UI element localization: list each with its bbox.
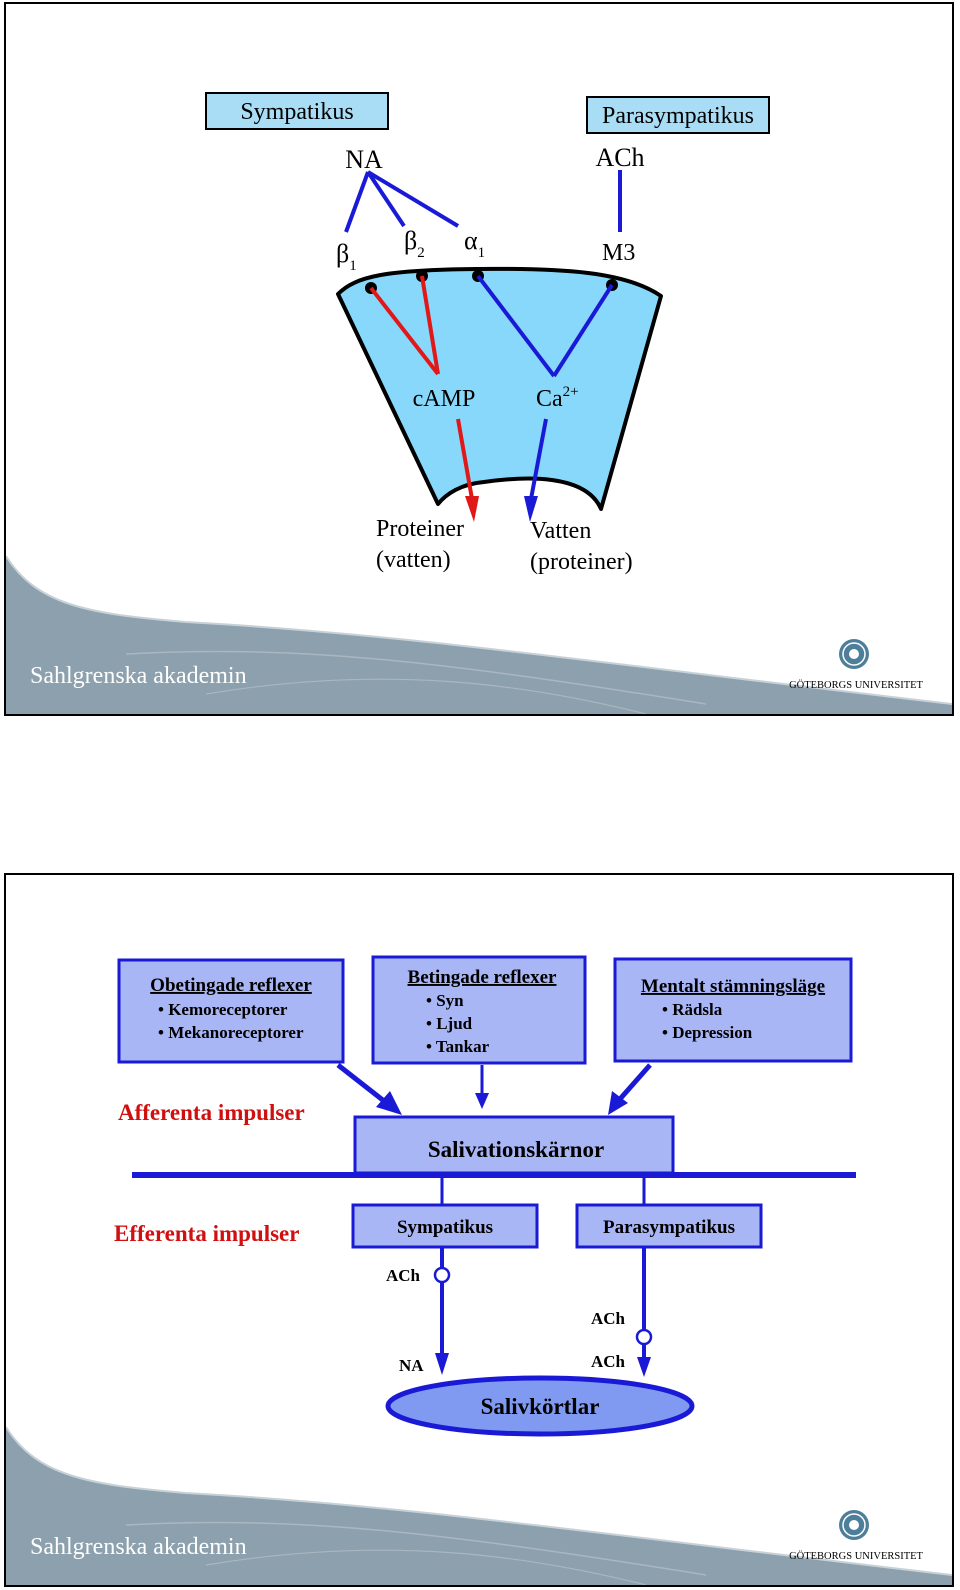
parasymp-arrowhead bbox=[637, 1357, 651, 1377]
box1-item: • Kemoreceptorer bbox=[158, 1000, 288, 1019]
conditioned-reflexes-box bbox=[371, 955, 587, 1065]
box2-title: Betingade reflexer bbox=[408, 967, 558, 988]
university-seal-icon-2 bbox=[839, 1510, 869, 1540]
output-right-line2: (proteiner) bbox=[530, 549, 633, 575]
parasymp-ganglion-circle bbox=[635, 1328, 653, 1346]
ach-right-bottom-label: ACh bbox=[591, 1352, 626, 1371]
salivation-nuclei-box bbox=[353, 1115, 675, 1175]
box3-item: • Depression bbox=[662, 1023, 753, 1042]
na-to-beta1-line bbox=[344, 171, 370, 233]
footer-left-text-2: Sahlgrenska akademin bbox=[30, 1534, 247, 1560]
na-label: NA bbox=[345, 145, 383, 174]
box2-item: • Tankar bbox=[426, 1037, 490, 1056]
slide-2: Obetingade reflexer • Kemoreceptorer • M… bbox=[4, 873, 954, 1587]
beta2-to-camp-line bbox=[420, 275, 440, 375]
ca-label: Ca2+ bbox=[536, 384, 579, 412]
unconditioned-reflexes-box bbox=[117, 958, 345, 1064]
ach-right-top-label: ACh bbox=[591, 1309, 626, 1328]
slide-1: Sympatikus Parasympatikus NA ACh β1 β2 α… bbox=[4, 2, 954, 716]
efferent-label: Efferenta impulser bbox=[114, 1221, 299, 1246]
ca-output-arrow-line bbox=[529, 418, 548, 500]
beta1-to-camp-line bbox=[369, 286, 440, 376]
box3-title: Mentalt stämningsläge bbox=[641, 976, 825, 997]
acinar-cell bbox=[336, 266, 663, 511]
sympatikus-label: Sympatikus bbox=[240, 99, 353, 125]
ach-label: ACh bbox=[595, 143, 644, 172]
box3-arrowhead bbox=[608, 1091, 628, 1115]
na-to-beta2-line bbox=[366, 170, 406, 228]
symp-label: Sympatikus bbox=[397, 1217, 493, 1238]
salivary-glands-ellipse bbox=[385, 1375, 695, 1437]
na-label-2: NA bbox=[399, 1356, 424, 1375]
alpha1-to-ca-line bbox=[476, 274, 556, 378]
output-left-line2: (vatten) bbox=[376, 547, 451, 573]
footer-left-text: Sahlgrenska akademin bbox=[30, 663, 247, 689]
mental-state-box bbox=[613, 957, 853, 1063]
alpha1-label: α1 bbox=[464, 226, 485, 261]
output-right-line1: Vatten bbox=[530, 518, 591, 544]
box2-item: • Syn bbox=[426, 991, 464, 1010]
sympatikus-box bbox=[205, 92, 389, 130]
camp-output-arrow-line bbox=[456, 418, 474, 500]
parasymp-label: Parasympatikus bbox=[603, 1217, 735, 1238]
footer-band bbox=[6, 556, 952, 714]
camp-output-arrowhead bbox=[465, 496, 479, 522]
box1-arrowhead bbox=[376, 1091, 402, 1115]
camp-label: cAMP bbox=[413, 386, 476, 412]
ach-left-label: ACh bbox=[386, 1266, 421, 1285]
parasympatikus-label: Parasympatikus bbox=[602, 103, 754, 129]
beta2-label: β2 bbox=[404, 226, 425, 261]
parasympatikus-box-2 bbox=[575, 1203, 763, 1249]
parasympatikus-box bbox=[586, 96, 770, 134]
footer-right-text-2: GÖTEBORGS UNIVERSITET bbox=[789, 1550, 923, 1562]
na-to-alpha1-line bbox=[366, 170, 460, 228]
gland-label: Salivkörtlar bbox=[481, 1394, 600, 1419]
m3-label: M3 bbox=[602, 240, 635, 266]
afferent-label: Afferenta impulser bbox=[118, 1100, 305, 1125]
box1-title: Obetingade reflexer bbox=[150, 975, 312, 996]
sympatikus-box-2 bbox=[351, 1203, 539, 1249]
box3-arrow-line bbox=[618, 1063, 652, 1101]
footer-right-text: GÖTEBORGS UNIVERSITET bbox=[789, 679, 923, 691]
m3-to-ca-line bbox=[552, 283, 614, 378]
box2-arrowhead bbox=[475, 1093, 489, 1109]
footer-band-2 bbox=[6, 1427, 952, 1585]
slide-2-diagram: Obetingade reflexer • Kemoreceptorer • M… bbox=[6, 955, 952, 1585]
box1-item: • Mekanoreceptorer bbox=[158, 1023, 304, 1042]
nucleus-label: Salivationskärnor bbox=[428, 1137, 604, 1162]
ca-output-arrowhead bbox=[524, 496, 538, 522]
output-left-line1: Proteiner bbox=[376, 516, 464, 542]
box2-item: • Ljud bbox=[426, 1014, 473, 1033]
university-seal-icon bbox=[839, 639, 869, 669]
symp-arrowhead bbox=[435, 1353, 449, 1375]
beta1-label: β1 bbox=[336, 239, 357, 274]
symp-ganglion-circle bbox=[433, 1266, 451, 1284]
box3-item: • Rädsla bbox=[662, 1000, 723, 1019]
box1-arrow-line bbox=[336, 1063, 386, 1103]
slide-1-diagram: Sympatikus Parasympatikus NA ACh β1 β2 α… bbox=[6, 92, 952, 714]
